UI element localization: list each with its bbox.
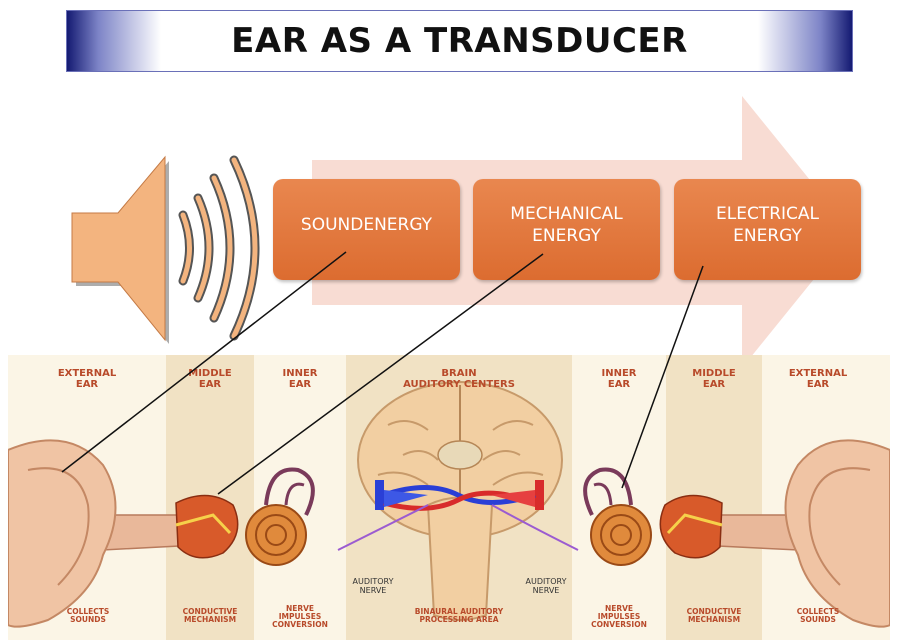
label-collects-sounds-left: COLLECTS SOUNDS bbox=[38, 608, 138, 624]
label-nerve-impulses-right: NERVE IMPULSES CONVERSION bbox=[572, 605, 666, 629]
label-external-ear-right: EXTERNAL EAR bbox=[762, 368, 874, 390]
label-auditory-nerve-right: AUDITORY NERVE bbox=[511, 577, 581, 595]
sound-energy-box: SOUNDENERGY bbox=[273, 179, 460, 280]
label-inner-ear-right: INNER EAR bbox=[572, 368, 666, 390]
left-auditory-cortex bbox=[375, 480, 384, 510]
label-middle-ear-left: MIDDLE EAR bbox=[166, 368, 254, 390]
left-cochlea-icon bbox=[246, 469, 313, 565]
label-external-ear-left: EXTERNAL EAR bbox=[28, 368, 146, 390]
label-conductive-mechanism-left: CONDUCTIVE MECHANISM bbox=[166, 608, 254, 624]
label-collects-sounds-right: COLLECTS SOUNDS bbox=[762, 608, 874, 624]
label-auditory-nerve-left: AUDITORY NERVE bbox=[338, 577, 408, 595]
label-conductive-mechanism-right: CONDUCTIVE MECHANISM bbox=[666, 608, 762, 624]
mechanical-energy-box: MECHANICAL ENERGY bbox=[473, 179, 660, 280]
ear-anatomy-illustration: EXTERNAL EAR MIDDLE EAR INNER EAR BRAIN … bbox=[8, 355, 890, 640]
label-brain-auditory-centers: BRAIN AUDITORY CENTERS bbox=[346, 368, 572, 390]
sound-waves-icon bbox=[183, 160, 255, 336]
label-nerve-impulses-left: NERVE IMPULSES CONVERSION bbox=[254, 605, 346, 629]
left-outer-ear-icon bbox=[8, 440, 116, 626]
left-middle-ear-icon bbox=[176, 495, 238, 557]
electrical-energy-box: ELECTRICAL ENERGY bbox=[674, 179, 861, 280]
right-middle-ear-icon bbox=[660, 495, 722, 557]
right-cochlea-icon bbox=[585, 469, 651, 565]
label-middle-ear-right: MIDDLE EAR bbox=[666, 368, 762, 390]
label-binaural-processing: BINAURAL AUDITORY PROCESSING AREA bbox=[346, 608, 572, 624]
right-auditory-cortex bbox=[535, 480, 544, 510]
label-inner-ear-left: INNER EAR bbox=[254, 368, 346, 390]
anatomy-drawing bbox=[8, 355, 890, 640]
right-outer-ear-icon bbox=[786, 440, 891, 626]
